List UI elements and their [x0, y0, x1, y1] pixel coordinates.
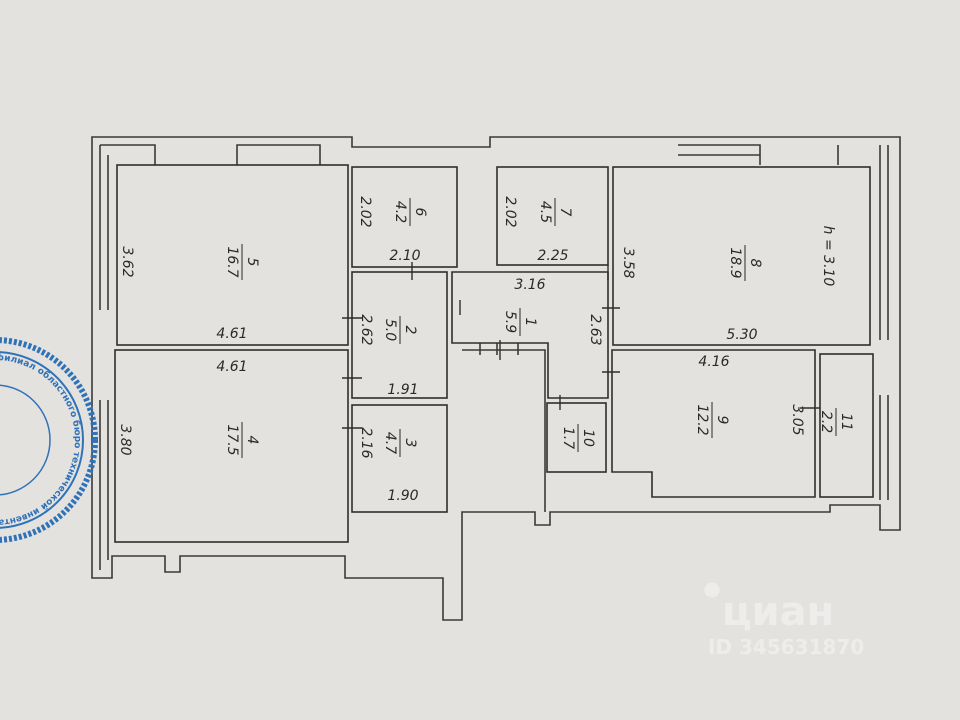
room-area: 12.2: [694, 404, 710, 435]
room-4: [114, 349, 349, 543]
room-number: 7: [557, 208, 573, 217]
dim-r3-width: 1.90: [387, 488, 418, 504]
room-number: 3: [402, 439, 418, 448]
cian-watermark: циан ID 345631870: [704, 582, 864, 659]
ceiling-height: h = 3.10: [820, 226, 836, 287]
dim-r1-height: 2.63: [587, 314, 603, 345]
room-number: 10: [580, 429, 596, 447]
room-number: 11: [838, 413, 854, 431]
dim-r3-height: 2.16: [358, 427, 374, 458]
room-area: 16.7: [224, 246, 240, 277]
dim-r4-height: 3.80: [117, 424, 133, 455]
room-area: 4.7: [382, 432, 398, 454]
room-label-6: 64.2: [392, 198, 428, 226]
room-number: 4: [244, 436, 260, 445]
dim-r2-height: 2.62: [358, 314, 374, 345]
dim-r1-width: 3.16: [514, 277, 545, 293]
room-number: 6: [412, 208, 428, 217]
room-7: [496, 166, 609, 266]
room-label-1: 15.9: [502, 308, 538, 336]
room-6: [351, 166, 458, 268]
dim-r4-width: 4.61: [216, 359, 247, 375]
room-number: 8: [747, 259, 763, 268]
room-8: [612, 166, 871, 346]
room-area: 5.9: [502, 311, 518, 333]
outer-walls: [91, 136, 901, 621]
room-number: 1: [522, 318, 538, 327]
room-number: 5: [244, 258, 260, 267]
svg-text:филиал областного бюро техниче: филиал областного бюро технической инвен…: [0, 0, 82, 527]
room-number: 2: [402, 326, 418, 335]
bti-stamp: филиал областного бюро технической инвен…: [0, 0, 98, 543]
dim-r8-width: 5.30: [726, 327, 757, 343]
room-9: [611, 349, 816, 498]
room-11: [819, 353, 874, 498]
room-area: 17.5: [224, 424, 240, 455]
room-3: [351, 404, 448, 513]
dim-r9-height: 3.05: [789, 404, 805, 435]
dim-r6-height: 2.02: [357, 196, 373, 227]
door-marks: [342, 262, 820, 429]
room-area: 18.9: [727, 247, 743, 278]
dim-r6-width: 2.10: [389, 248, 420, 264]
room-10: [546, 402, 607, 473]
room-label-11: 112.2: [818, 408, 854, 436]
room-label-8: 818.9: [727, 245, 763, 281]
room-area: 2.2: [818, 411, 834, 433]
room-label-9: 912.2: [694, 402, 730, 438]
room-label-7: 74.5: [537, 198, 573, 226]
rooms: [114, 164, 874, 543]
room-area: 1.7: [560, 427, 576, 449]
room-number: 9: [714, 416, 730, 425]
room-area: 4.2: [392, 201, 408, 223]
watermark-brand: циан: [722, 589, 834, 635]
stamp-text: филиал областного бюро технической инвен…: [0, 0, 82, 527]
dim-r5-width: 4.61: [216, 326, 247, 342]
room-area: 4.5: [537, 201, 553, 223]
room-label-3: 34.7: [382, 429, 418, 457]
room-area: 5.0: [382, 319, 398, 341]
dim-r9-width: 4.16: [698, 354, 729, 370]
watermark-id: ID 345631870: [708, 635, 864, 659]
dim-r5-height: 3.62: [119, 246, 135, 277]
dim-r7-width: 2.25: [537, 248, 568, 264]
dim-r8-height: 3.58: [620, 247, 636, 278]
dim-r7-height: 2.02: [502, 196, 518, 227]
room-label-5: 516.7: [224, 244, 260, 280]
room-label-4: 417.5: [224, 422, 260, 458]
room-label-2: 25.0: [382, 316, 418, 344]
room-label-10: 101.7: [560, 424, 596, 452]
room-5: [116, 164, 349, 346]
dim-r2-width: 1.91: [387, 382, 418, 398]
